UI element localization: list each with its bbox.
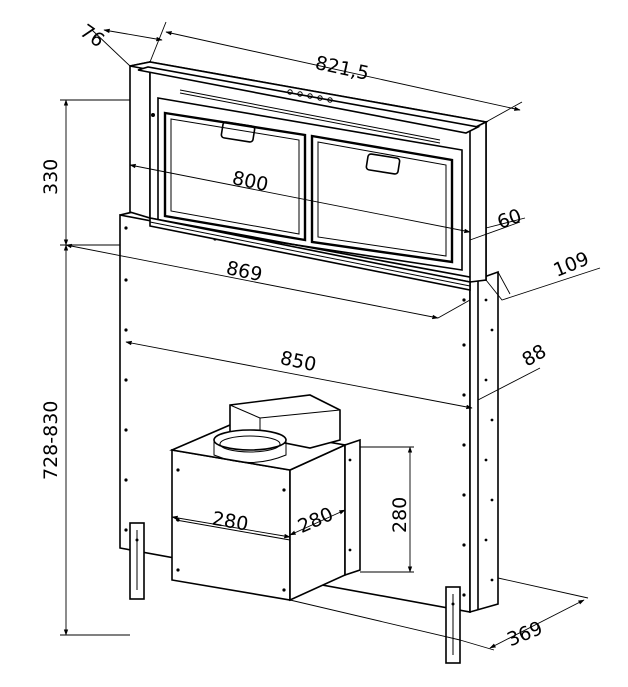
dimension-lines bbox=[60, 21, 601, 651]
dim-88: 88 bbox=[518, 340, 550, 371]
dim-330: 330 bbox=[40, 159, 62, 195]
foot-right bbox=[445, 586, 461, 664]
dim-728-830: 728-830 bbox=[40, 401, 62, 480]
dim-369: 369 bbox=[504, 617, 546, 651]
foot-left bbox=[129, 522, 145, 600]
dim-109: 109 bbox=[550, 248, 592, 282]
dim-280-height: 280 bbox=[389, 497, 411, 533]
dim-76: 76 bbox=[76, 20, 108, 52]
dim-821-5: 821,5 bbox=[313, 52, 371, 85]
